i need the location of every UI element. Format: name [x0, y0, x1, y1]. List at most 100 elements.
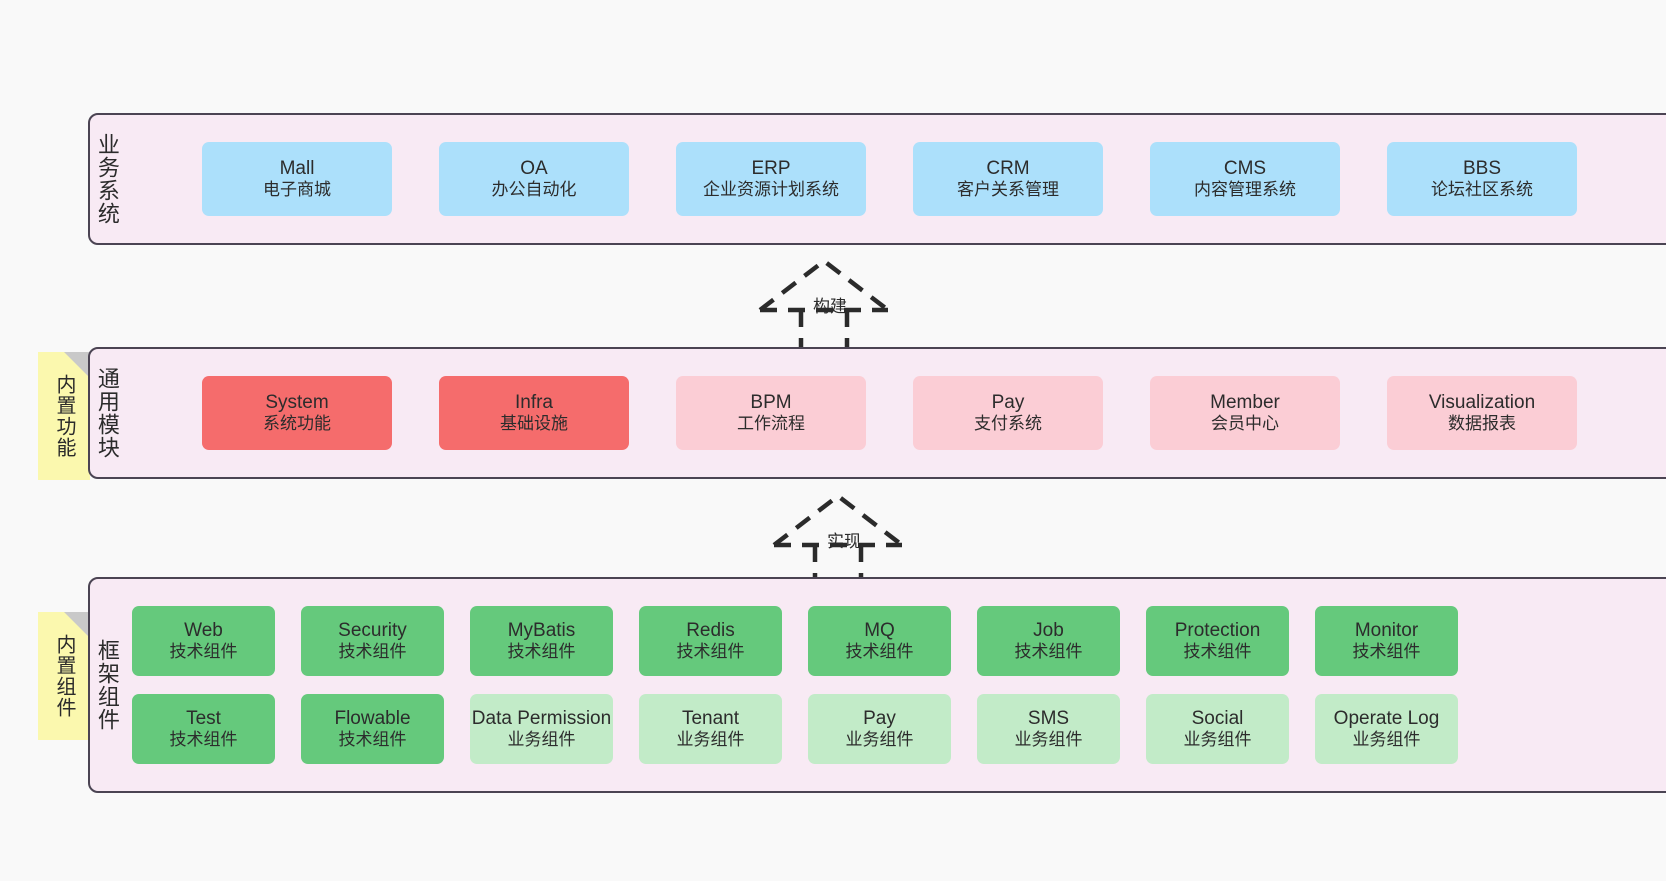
generalization-arrow-implement: 实现 — [766, 490, 946, 590]
card-cn-label: 数据报表 — [1448, 414, 1516, 434]
common-card-pay[interactable]: Pay 支付系统 — [913, 376, 1103, 450]
common-card-bpm[interactable]: BPM 工作流程 — [676, 376, 866, 450]
card-en-label: BBS — [1462, 158, 1502, 180]
card-en-label: BPM — [750, 392, 792, 414]
card-en-label: Security — [338, 620, 407, 642]
framework-card-pay[interactable]: Pay 业务组件 — [808, 694, 951, 764]
card-cn-label: 业务组件 — [676, 730, 745, 750]
business-card-bbs[interactable]: BBS 论坛社区系统 — [1387, 142, 1577, 216]
card-cn-label: 内容管理系统 — [1194, 180, 1296, 200]
card-cn-label: 技术组件 — [507, 642, 576, 662]
card-en-label: Web — [184, 620, 223, 642]
card-en-label: Protection — [1174, 620, 1261, 642]
framework-card-mybatis[interactable]: MyBatis 技术组件 — [470, 606, 613, 676]
card-en-label: Redis — [686, 620, 735, 642]
card-cn-label: 技术组件 — [1352, 642, 1421, 662]
card-cn-label: 技术组件 — [338, 730, 407, 750]
business-system-card-row: Mall 电子商城 OA 办公自动化 ERP 企业资源计划系统 CRM 客户关系… — [124, 115, 1666, 243]
card-en-label: Infra — [514, 392, 554, 414]
card-en-label: Visualization — [1428, 392, 1536, 414]
framework-row-business: Test 技术组件 Flowable 技术组件 Data Permission … — [132, 694, 1666, 764]
framework-component-layer-title: 框架组件 — [94, 639, 120, 731]
arrow-label-build: 构建 — [813, 297, 847, 316]
card-cn-label: 业务组件 — [845, 730, 914, 750]
framework-card-flowable[interactable]: Flowable 技术组件 — [301, 694, 444, 764]
business-card-cms[interactable]: CMS 内容管理系统 — [1150, 142, 1340, 216]
common-card-infra[interactable]: Infra 基础设施 — [439, 376, 629, 450]
framework-card-protection[interactable]: Protection 技术组件 — [1146, 606, 1289, 676]
sticky-note-builtin-feature: 内置功能 — [38, 352, 90, 480]
card-en-label: Flowable — [334, 708, 411, 730]
card-cn-label: 企业资源计划系统 — [703, 180, 839, 200]
card-cn-label: 技术组件 — [1183, 642, 1252, 662]
business-card-erp[interactable]: ERP 企业资源计划系统 — [676, 142, 866, 216]
framework-card-operate-log[interactable]: Operate Log 业务组件 — [1315, 694, 1458, 764]
framework-card-social[interactable]: Social 业务组件 — [1146, 694, 1289, 764]
card-en-label: MyBatis — [507, 620, 576, 642]
arrow-label-implement: 实现 — [827, 532, 861, 551]
common-card-visualization[interactable]: Visualization 数据报表 — [1387, 376, 1577, 450]
framework-card-web[interactable]: Web 技术组件 — [132, 606, 275, 676]
card-en-label: MQ — [864, 620, 895, 642]
generalization-arrow-build: 构建 — [752, 255, 932, 355]
card-cn-label: 技术组件 — [338, 642, 407, 662]
framework-row-technical: Web 技术组件 Security 技术组件 MyBatis 技术组件 Redi… — [132, 606, 1666, 676]
card-cn-label: 系统功能 — [263, 414, 331, 434]
card-en-label: Mall — [279, 158, 315, 180]
card-cn-label: 技术组件 — [676, 642, 745, 662]
framework-card-redis[interactable]: Redis 技术组件 — [639, 606, 782, 676]
card-cn-label: 办公自动化 — [491, 180, 577, 200]
card-en-label: ERP — [751, 158, 791, 180]
card-cn-label: 客户关系管理 — [957, 180, 1059, 200]
common-module-layer-title: 通用模块 — [94, 367, 120, 459]
card-en-label: Job — [1033, 620, 1064, 642]
card-en-label: System — [265, 392, 329, 414]
card-en-label: SMS — [1027, 708, 1070, 730]
card-cn-label: 业务组件 — [1014, 730, 1083, 750]
framework-component-grid: Web 技术组件 Security 技术组件 MyBatis 技术组件 Redi… — [124, 579, 1666, 791]
business-card-crm[interactable]: CRM 客户关系管理 — [913, 142, 1103, 216]
framework-card-tenant[interactable]: Tenant 业务组件 — [639, 694, 782, 764]
card-en-label: Social — [1191, 708, 1244, 730]
sticky-note-builtin-component: 内置组件 — [38, 612, 90, 740]
common-module-card-row: System 系统功能 Infra 基础设施 BPM 工作流程 Pay 支付系统… — [124, 349, 1666, 477]
framework-card-monitor[interactable]: Monitor 技术组件 — [1315, 606, 1458, 676]
card-en-label: Member — [1210, 392, 1280, 414]
card-cn-label: 会员中心 — [1211, 414, 1279, 434]
framework-card-job[interactable]: Job 技术组件 — [977, 606, 1120, 676]
framework-card-mq[interactable]: MQ 技术组件 — [808, 606, 951, 676]
framework-card-test[interactable]: Test 技术组件 — [132, 694, 275, 764]
card-cn-label: 技术组件 — [845, 642, 914, 662]
card-cn-label: 支付系统 — [974, 414, 1042, 434]
framework-card-sms[interactable]: SMS 业务组件 — [977, 694, 1120, 764]
card-cn-label: 电子商城 — [263, 180, 331, 200]
card-cn-label: 论坛社区系统 — [1431, 180, 1533, 200]
card-cn-label: 技术组件 — [169, 642, 238, 662]
card-cn-label: 技术组件 — [1014, 642, 1083, 662]
common-card-system[interactable]: System 系统功能 — [202, 376, 392, 450]
business-system-layer: 业务系统 Mall 电子商城 OA 办公自动化 ERP 企业资源计划系统 CRM… — [88, 113, 1666, 245]
business-card-mall[interactable]: Mall 电子商城 — [202, 142, 392, 216]
card-en-label: Monitor — [1354, 620, 1419, 642]
framework-card-data-permission[interactable]: Data Permission 业务组件 — [470, 694, 613, 764]
card-cn-label: 工作流程 — [737, 414, 805, 434]
business-card-oa[interactable]: OA 办公自动化 — [439, 142, 629, 216]
card-en-label: CMS — [1223, 158, 1267, 180]
card-cn-label: 业务组件 — [1183, 730, 1252, 750]
card-en-label: Operate Log — [1333, 708, 1440, 730]
business-system-layer-title: 业务系统 — [94, 133, 120, 225]
card-en-label: CRM — [986, 158, 1030, 180]
framework-card-security[interactable]: Security 技术组件 — [301, 606, 444, 676]
card-cn-label: 业务组件 — [1352, 730, 1421, 750]
card-en-label: Pay — [991, 392, 1025, 414]
common-card-member[interactable]: Member 会员中心 — [1150, 376, 1340, 450]
card-cn-label: 基础设施 — [500, 414, 568, 434]
card-cn-label: 技术组件 — [169, 730, 238, 750]
card-en-label: OA — [520, 158, 548, 180]
card-cn-label: 业务组件 — [507, 730, 576, 750]
card-en-label: Pay — [863, 708, 896, 730]
card-en-label: Data Permission — [471, 708, 612, 730]
card-en-label: Tenant — [681, 708, 740, 730]
card-en-label: Test — [186, 708, 221, 730]
